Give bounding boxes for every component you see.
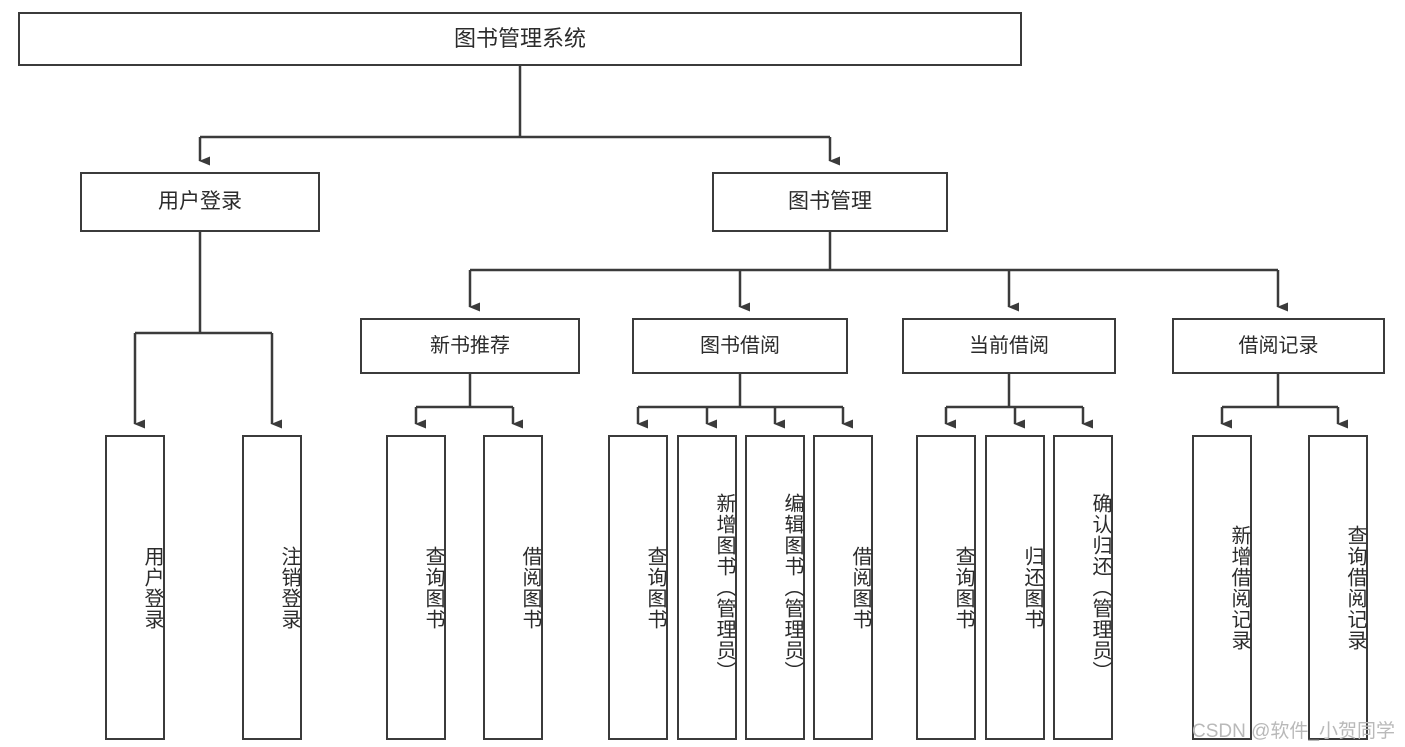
leaf-query-record-label: 查询借阅记录 <box>1344 524 1366 651</box>
node-current-borrow[interactable]: 当前借阅 <box>902 318 1116 374</box>
leaf-edit-book[interactable]: 编辑图书（管理员） <box>745 435 805 740</box>
leaf-add-record-label: 新增借阅记录 <box>1228 524 1250 651</box>
leaf-user-logout[interactable]: 注销登录 <box>242 435 302 740</box>
leaf-borrow-book-1-label: 借阅图书 <box>519 545 541 630</box>
leaf-confirm-return-label: 确认归还（管理员） <box>1089 493 1111 682</box>
leaf-add-book-label: 新增图书（管理员） <box>713 493 735 682</box>
node-book-borrow[interactable]: 图书借阅 <box>632 318 848 374</box>
node-book-manage-label: 图书管理 <box>788 190 872 214</box>
node-user-login[interactable]: 用户登录 <box>80 172 320 232</box>
leaf-query-book-2[interactable]: 查询图书 <box>608 435 668 740</box>
leaf-add-record[interactable]: 新增借阅记录 <box>1192 435 1252 740</box>
leaf-query-book-1[interactable]: 查询图书 <box>386 435 446 740</box>
leaf-user-login-label: 用户登录 <box>141 545 163 630</box>
node-root-label: 图书管理系统 <box>453 25 586 51</box>
leaf-add-book[interactable]: 新增图书（管理员） <box>677 435 737 740</box>
leaf-query-book-3-label: 查询图书 <box>952 545 974 630</box>
leaf-query-book-3[interactable]: 查询图书 <box>916 435 976 740</box>
node-book-borrow-label: 图书借阅 <box>700 334 780 357</box>
leaf-user-login[interactable]: 用户登录 <box>105 435 165 740</box>
watermark-text: CSDN @软件_小贺同学 <box>1192 721 1395 742</box>
leaf-return-book-label: 归还图书 <box>1021 545 1043 630</box>
node-borrow-record[interactable]: 借阅记录 <box>1172 318 1385 374</box>
node-borrow-record-label: 借阅记录 <box>1238 334 1319 357</box>
leaf-query-book-1-label: 查询图书 <box>422 545 444 630</box>
leaf-borrow-book-2[interactable]: 借阅图书 <box>813 435 873 740</box>
leaf-borrow-book-2-label: 借阅图书 <box>849 545 871 630</box>
node-book-manage[interactable]: 图书管理 <box>712 172 948 232</box>
leaf-confirm-return[interactable]: 确认归还（管理员） <box>1053 435 1113 740</box>
node-new-book-recommend-label: 新书推荐 <box>430 334 510 357</box>
node-root[interactable]: 图书管理系统 <box>18 12 1022 66</box>
leaf-query-record[interactable]: 查询借阅记录 <box>1308 435 1368 740</box>
node-new-book-recommend[interactable]: 新书推荐 <box>360 318 580 374</box>
leaf-return-book[interactable]: 归还图书 <box>985 435 1045 740</box>
node-current-borrow-label: 当前借阅 <box>969 334 1049 357</box>
node-user-login-label: 用户登录 <box>158 190 242 214</box>
leaf-query-book-2-label: 查询图书 <box>644 545 666 630</box>
leaf-borrow-book-1[interactable]: 借阅图书 <box>483 435 543 740</box>
leaf-edit-book-label: 编辑图书（管理员） <box>781 493 803 682</box>
leaf-user-logout-label: 注销登录 <box>278 545 300 630</box>
